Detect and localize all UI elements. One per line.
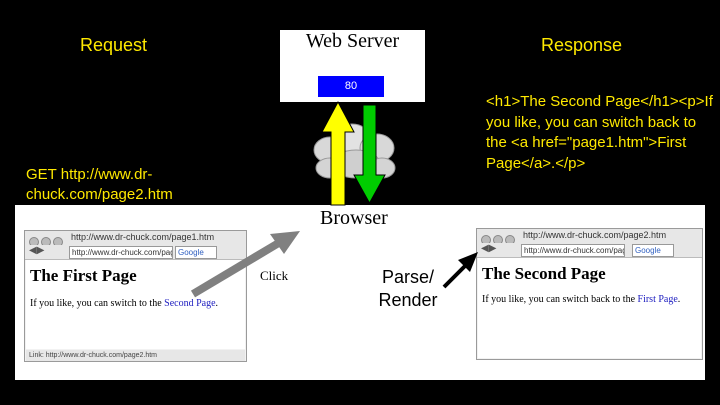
page-content: The First Page If you like, you can swit… [26,260,245,349]
request-label: Request [80,35,148,55]
back-forward-icon[interactable]: ◀▶ [29,245,45,256]
render-arrow-icon [442,252,478,289]
browser-window-second-page: http://www.dr-chuck.com/page2.htm ◀▶ htt… [476,228,703,360]
status-bar: Link: http://www.dr-chuck.com/page2.htm [26,350,245,361]
window-controls [29,234,65,252]
page-content: The Second Page If you like, you can swi… [478,258,701,358]
page-paragraph: If you like, you can switch to the Secon… [30,298,219,309]
get-request-text: GET http://www.dr-chuck.com/page2.htm [26,166,173,203]
second-page-link[interactable]: Second Page [164,298,216,309]
click-label: Click [260,268,289,283]
window-toolbar: ◀▶ http://www.dr-chuck.com/page2.htm Goo… [477,243,702,258]
address-bar[interactable]: http://www.dr-chuck.com/page2.htm [521,244,625,257]
browser-window-first-page: http://www.dr-chuck.com/page1.htm ◀▶ htt… [24,230,247,362]
back-forward-icon[interactable]: ◀▶ [481,243,497,254]
response-label: Response [541,35,623,55]
web-server-title: Web Server [305,30,400,52]
window-title: http://www.dr-chuck.com/page2.htm [523,230,667,240]
page-paragraph: If you like, you can switch back to the … [482,294,681,305]
window-toolbar: ◀▶ http://www.dr-chuck.com/page1.htm Goo… [25,245,246,260]
window-title: http://www.dr-chuck.com/page1.htm [71,232,215,242]
page-heading: The First Page [30,266,137,285]
port-box: 80 [318,76,384,97]
search-box[interactable]: Google [632,244,674,257]
search-box[interactable]: Google [175,246,217,259]
browser-label: Browser [320,207,388,229]
address-bar[interactable]: http://www.dr-chuck.com/page1.htm [69,246,173,259]
page-heading: The Second Page [482,264,606,283]
response-arrow-icon [353,104,386,205]
parse-render-label: Parse/ Render [378,267,438,310]
response-body-text: <h1>The Second Page</h1><p>If you like, … [486,93,713,172]
window-title-bar: http://www.dr-chuck.com/page1.htm [25,231,246,247]
first-page-link[interactable]: First Page [637,294,678,305]
request-arrow-icon [321,100,355,206]
click-arrow-icon [190,231,300,298]
